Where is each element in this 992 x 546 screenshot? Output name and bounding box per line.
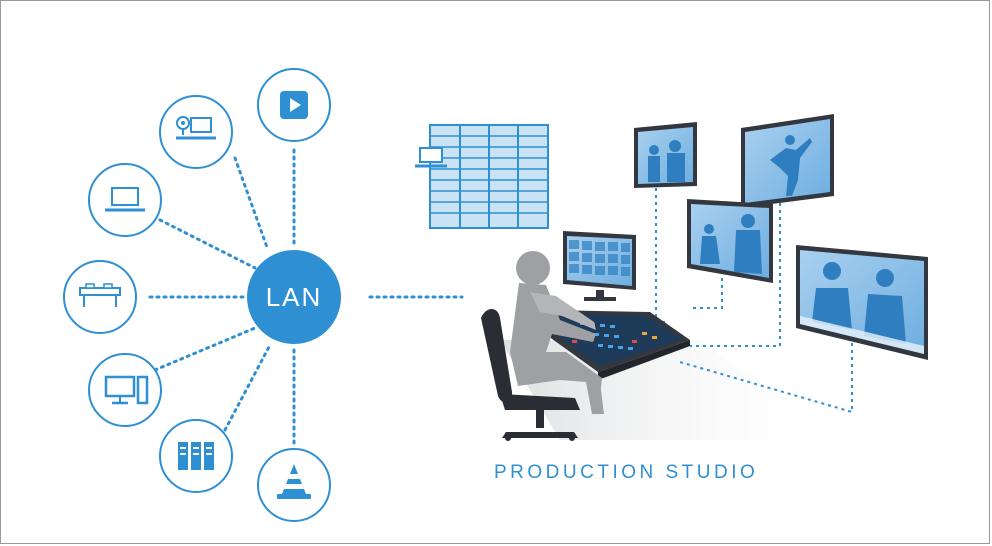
link-webcam-laptop: [233, 156, 270, 252]
production-studio-label: PRODUCTION STUDIO: [494, 462, 759, 483]
wall-monitor-4: [796, 245, 928, 360]
source-node-webcam-laptop: [159, 95, 233, 169]
play-icon: [280, 91, 308, 119]
source-node-vlc: [257, 448, 331, 522]
webcam-laptop-icon: [176, 116, 216, 140]
wall-monitor-1: [634, 122, 697, 188]
wall-monitor-2: [741, 114, 834, 208]
source-node-server: [159, 419, 233, 493]
desktop-computer-icon: [104, 375, 149, 405]
lan-hub: LAN: [247, 250, 341, 344]
source-node-play: [257, 68, 331, 142]
source-node-desktop: [88, 353, 162, 427]
rack-laptop-icon: [415, 147, 447, 168]
server-rack-icon: [178, 442, 214, 470]
video-mixer-icon: [79, 283, 121, 307]
vlc-cone-icon: [277, 464, 311, 499]
switcher-console: [545, 310, 690, 380]
floor-shadow: [500, 340, 840, 440]
source-node-video-mixer: [63, 260, 137, 334]
studio-storage-rack: [415, 124, 549, 229]
connection-lines: [148, 148, 464, 450]
lan-label: LAN: [266, 282, 323, 312]
operator-person: [481, 251, 604, 441]
link-server: [223, 343, 272, 432]
link-desktop: [153, 326, 257, 372]
source-node-laptop: [88, 163, 162, 237]
operator-monitor: [563, 231, 636, 301]
wall-monitor-3: [687, 199, 773, 283]
link-laptop: [158, 218, 257, 270]
laptop-icon: [105, 187, 145, 212]
